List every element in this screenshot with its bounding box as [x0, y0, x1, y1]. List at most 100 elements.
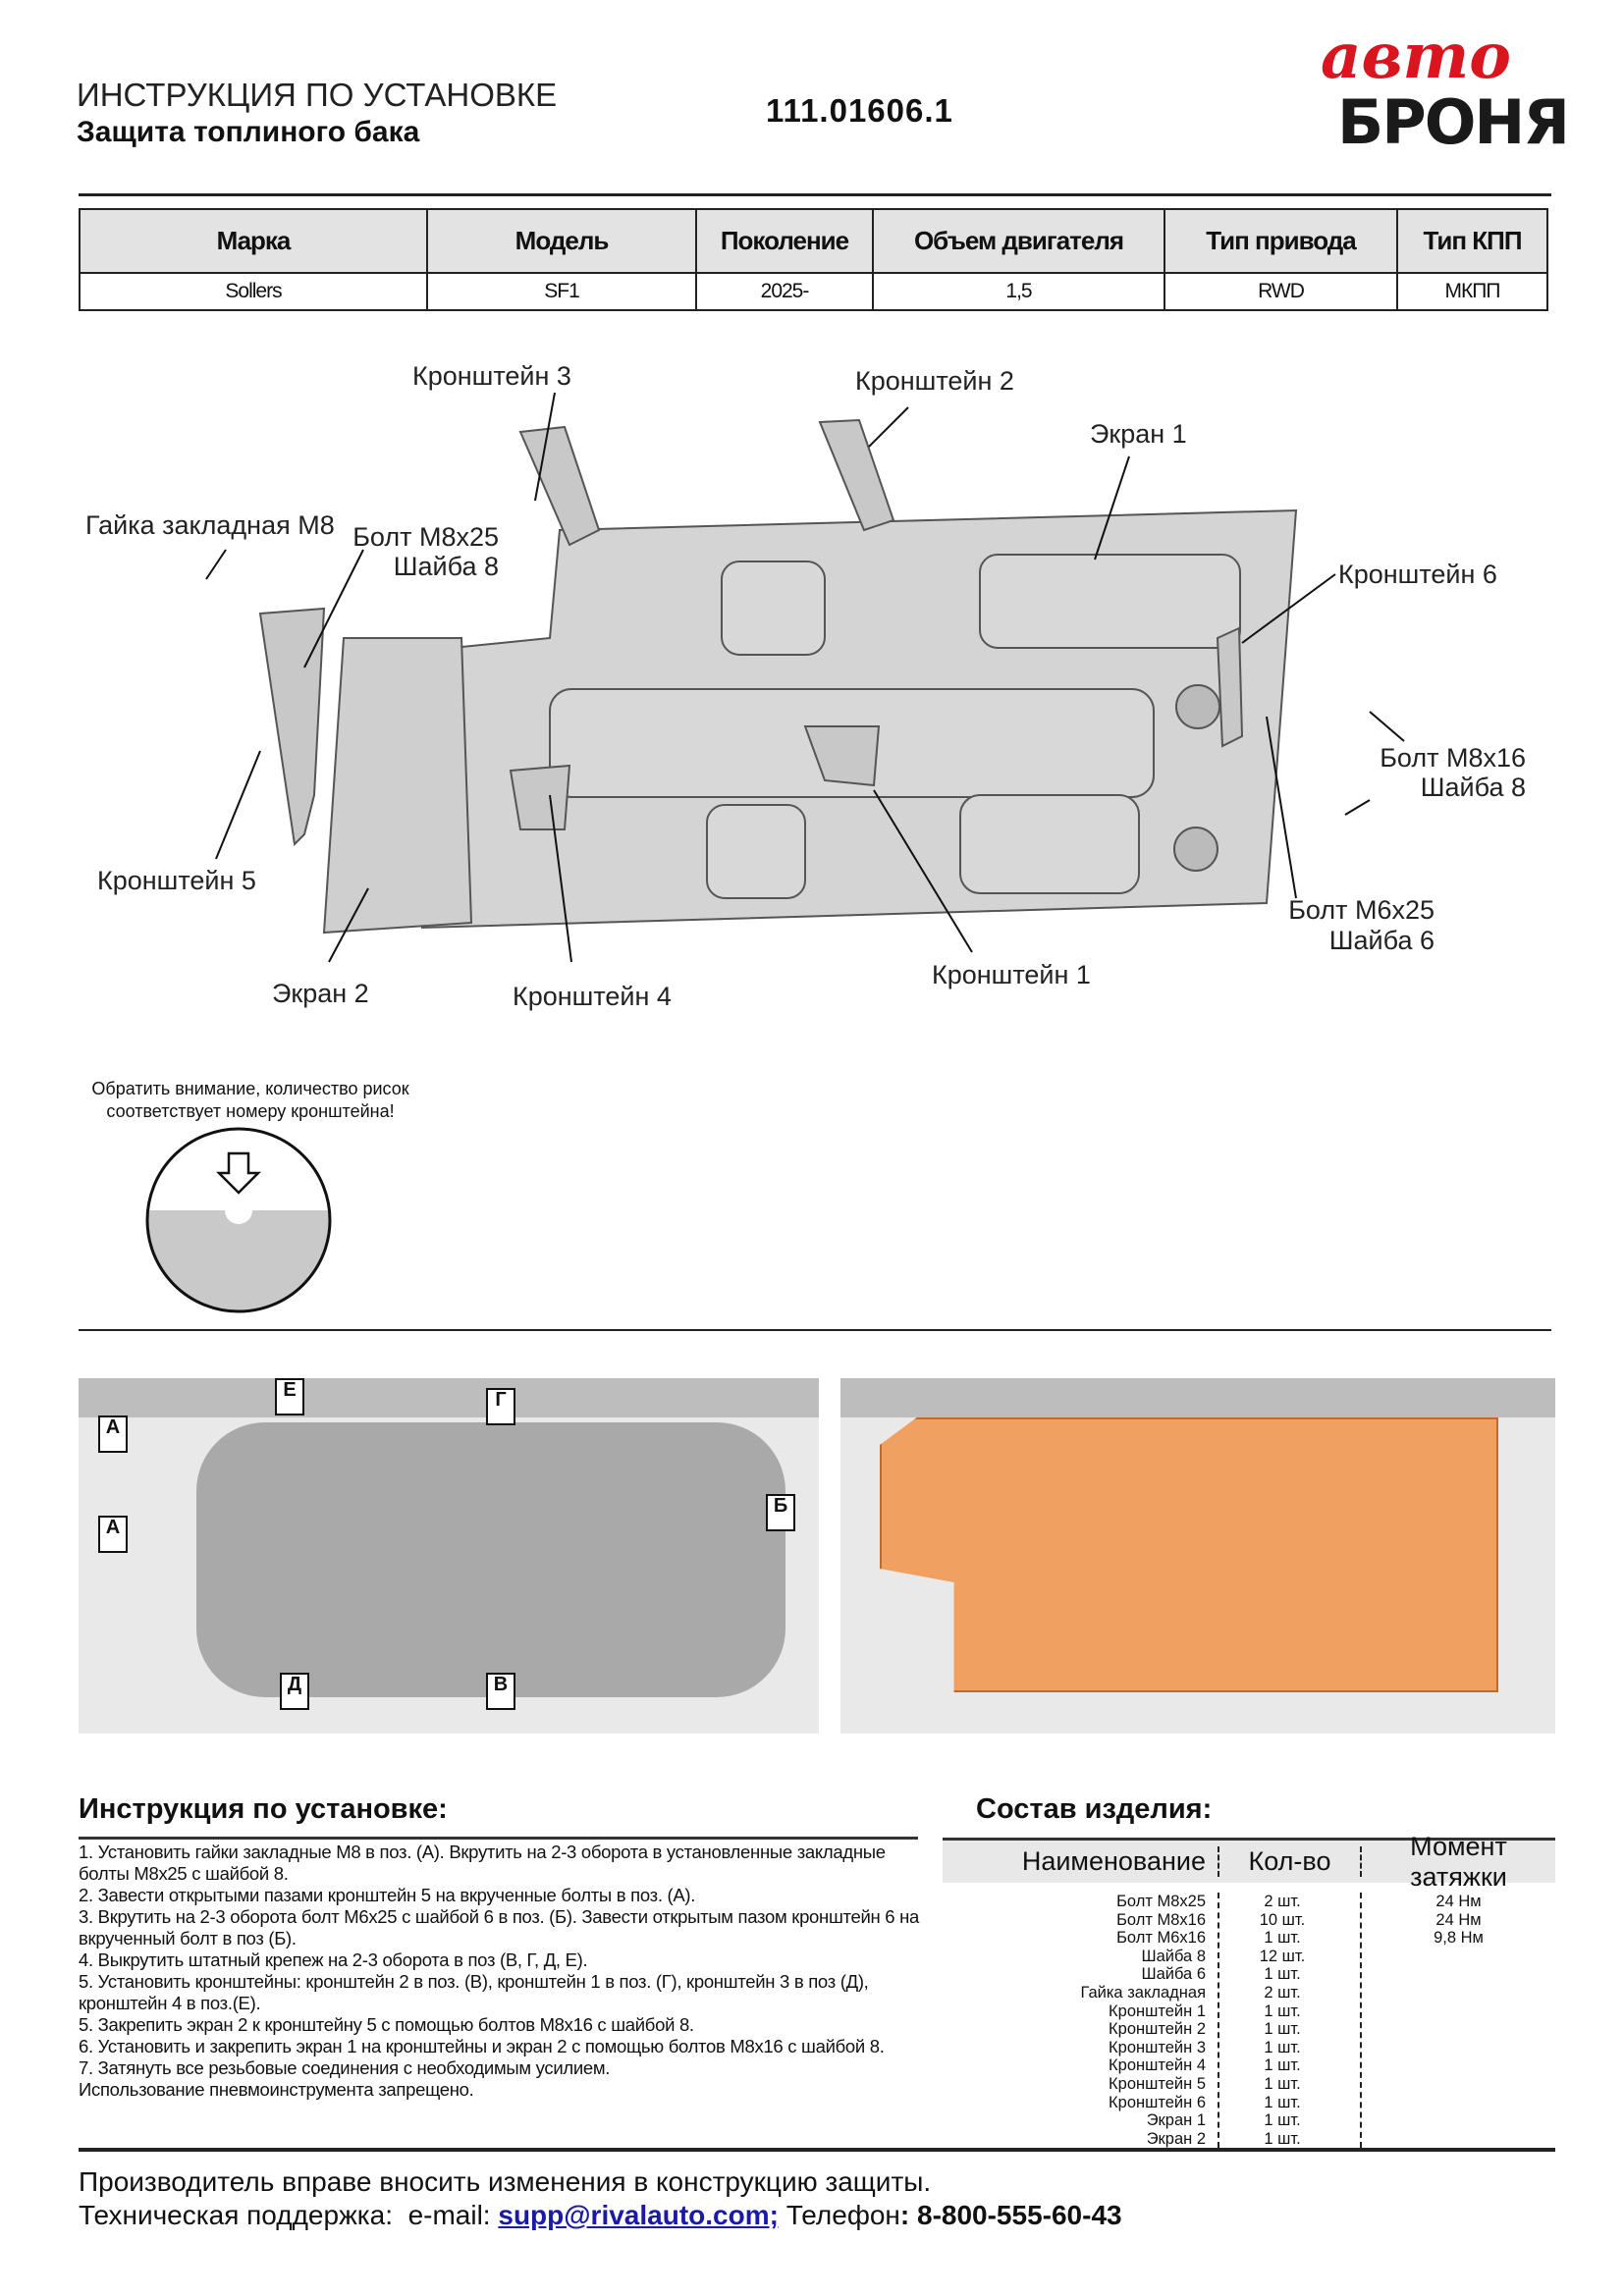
mark-g: Г — [486, 1388, 515, 1425]
bracket6 — [1216, 626, 1244, 748]
mark-a: А — [98, 1516, 128, 1553]
part-number: 111.01606.1 — [766, 92, 953, 129]
mark-d: Д — [280, 1673, 309, 1710]
instructions-steps: 1. Установить гайки закладные М8 в поз. … — [79, 1842, 923, 2101]
qty-column: 2 шт.10 шт.1 шт.12 шт.1 шт.2 шт.1 шт.1 ш… — [1219, 1893, 1362, 2149]
composition-cell: Болт М6х16 — [1116, 1929, 1206, 1948]
fuel-tank — [196, 1422, 785, 1697]
composition-cell: Болт М8х25 — [1116, 1893, 1206, 1910]
bracket5 — [258, 607, 326, 847]
mark-e: Е — [275, 1378, 304, 1415]
spec-cell: RWD — [1164, 272, 1398, 311]
note-line: соответствует номеру кронштейна! — [106, 1101, 395, 1121]
composition-cell: 2 шт. — [1264, 1893, 1301, 1910]
spec-header: Модель — [426, 208, 697, 274]
composition-cell: 12 шт. — [1259, 1947, 1306, 1965]
label-screen2: Экран 2 — [272, 979, 369, 1008]
label-bolt-m6x25: Болт М6х25 — [1288, 895, 1435, 925]
notch-detail-icon — [145, 1127, 332, 1313]
col-header: Кол-во — [1219, 1846, 1362, 1877]
label-screen1: Экран 1 — [1090, 419, 1187, 449]
label-bracket3: Кронштейн 3 — [412, 361, 571, 391]
composition-cell: Гайка закладная — [1080, 1983, 1206, 2002]
label-washer6: Шайба 6 — [1328, 926, 1435, 955]
composition-cell: 9,8 Нм — [1434, 1929, 1484, 1948]
step: 6. Установить и закрепить экран 1 на кро… — [79, 2036, 885, 2056]
spec-cell: Sollers — [79, 272, 428, 311]
label-bracket2: Кронштейн 2 — [855, 366, 1014, 396]
step: 1. Установить гайки закладные М8 в поз. … — [79, 1842, 886, 1884]
composition-cell: Экран 2 — [1146, 2129, 1206, 2148]
installed-guard-plate — [880, 1417, 1498, 1692]
composition-cell: Кронштейн 1 — [1109, 2002, 1206, 2020]
exploded-diagram — [205, 392, 1405, 963]
divider — [79, 193, 1551, 196]
spec-header: Марка — [79, 208, 428, 274]
composition-table: Наименование Кол-во Момент затяжки Болт … — [943, 1832, 1555, 2149]
spec-cell: SF1 — [426, 272, 697, 311]
chassis — [79, 1378, 819, 1417]
composition-cell: 24 Нм — [1435, 1910, 1482, 1929]
divider — [79, 1837, 918, 1840]
bracket1 — [803, 725, 881, 787]
spec-cell: 2025- — [695, 272, 874, 311]
bracket2 — [818, 418, 895, 532]
step: 3. Вкрутить на 2-3 оборота болт М6х25 с … — [79, 1906, 919, 1949]
divider — [79, 1329, 1551, 1331]
spec-cell: МКПП — [1396, 272, 1548, 311]
marking-note: Обратить внимание, количество рисок соот… — [59, 1078, 442, 1123]
label-washer8: Шайба 8 — [1420, 773, 1526, 802]
composition-cell: 1 шт. — [1264, 2020, 1301, 2039]
composition-title: Состав изделия: — [976, 1793, 1213, 1825]
doc-subtitle: Защита топлиного бака — [77, 116, 420, 148]
support-email-link[interactable]: supp@rivalauto.com; — [498, 2200, 779, 2230]
label-washer8: Шайба 8 — [393, 552, 499, 581]
spec-header: Тип привода — [1164, 208, 1398, 274]
mark-b: Б — [766, 1494, 795, 1531]
composition-cell: Экран 1 — [1146, 2111, 1206, 2130]
composition-cell: 10 шт. — [1259, 1910, 1306, 1929]
step: 5. Установить кронштейны: кронштейн 2 в … — [79, 1971, 869, 2013]
bracket4 — [509, 764, 571, 830]
bracket3 — [518, 425, 601, 547]
spec-header: Тип КПП — [1396, 208, 1548, 274]
logo-bottom: БРОНЯ — [1337, 86, 1570, 158]
composition-cell: 1 шт. — [1264, 2038, 1301, 2056]
composition-cell: Кронштейн 4 — [1109, 2056, 1206, 2075]
composition-cell: 1 шт. — [1264, 2129, 1301, 2148]
composition-cell: Кронштейн 2 — [1109, 2020, 1206, 2039]
step: 4. Выкрутить штатный крепеж на 2-3 оборо… — [79, 1949, 588, 1970]
support-phone: : 8-800-555-60-43 — [899, 2200, 1122, 2230]
footer-support: Техническая поддержка: e-mail: supp@riva… — [79, 2200, 1122, 2231]
photo-fuel-tank: А А Е Г Б Д В — [79, 1378, 819, 1734]
support-label: Техническая поддержка: e-mail: — [79, 2200, 499, 2230]
photo-installed-guard — [840, 1378, 1555, 1734]
composition-cell: 1 шт. — [1264, 2074, 1301, 2093]
composition-cell: Кронштейн 3 — [1109, 2038, 1206, 2056]
label-bolt-m8x25: Болт М8х25 — [352, 522, 499, 552]
mark-v: В — [486, 1673, 515, 1710]
composition-cell: 1 шт. — [1264, 1965, 1301, 1984]
footer-disclaimer: Производитель вправе вносить изменения в… — [79, 2166, 932, 2197]
doc-title: ИНСТРУКЦИЯ ПО УСТАНОВКЕ — [77, 77, 558, 113]
col-header: Наименование — [943, 1846, 1219, 1877]
spec-cell: 1,5 — [872, 272, 1165, 311]
step: 7. Затянуть все резьбовые соединения с н… — [79, 2057, 611, 2078]
label-nut: Гайка закладная М8 — [85, 510, 335, 540]
composition-cell: 1 шт. — [1264, 2002, 1301, 2020]
composition-cell: Шайба 8 — [1141, 1947, 1206, 1965]
label-bolt-m8x16: Болт М8х16 — [1380, 743, 1526, 773]
composition-cell: 1 шт. — [1264, 2056, 1301, 2075]
composition-cell: Шайба 6 — [1141, 1965, 1206, 1984]
instructions-title: Инструкция по установке: — [79, 1793, 448, 1825]
label-bracket6: Кронштейн 6 — [1338, 560, 1497, 589]
composition-cell: 1 шт. — [1264, 2111, 1301, 2130]
screen2-plate — [322, 637, 473, 934]
spec-header: Объем двигателя — [872, 208, 1165, 274]
step: Использование пневмоинструмента запрещен… — [79, 2079, 474, 2100]
vehicle-spec-table: Марка Модель Поколение Объем двигателя Т… — [79, 208, 1548, 311]
label-bracket5: Кронштейн 5 — [97, 866, 256, 895]
note-line: Обратить внимание, количество рисок — [91, 1079, 409, 1098]
brand-logo: авто БРОНЯ — [1316, 20, 1570, 158]
step: 5. Закрепить экран 2 к кронштейну 5 с по… — [79, 2014, 694, 2035]
